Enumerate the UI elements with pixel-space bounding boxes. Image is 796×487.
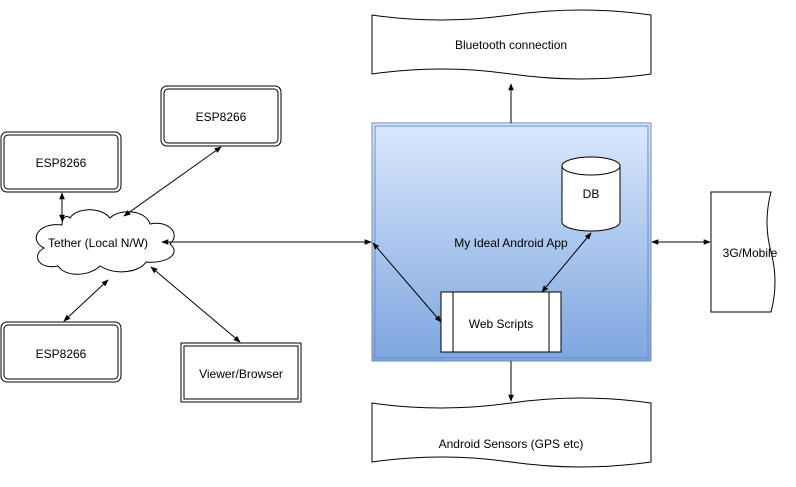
db-label: DB bbox=[583, 187, 600, 201]
web-scripts-node[interactable]: Web Scripts bbox=[440, 291, 562, 353]
bluetooth-label: Bluetooth connection bbox=[455, 38, 567, 52]
viewer-browser-label: Viewer/Browser bbox=[199, 367, 283, 381]
connectors bbox=[59, 83, 711, 402]
tether-label: Tether (Local N/W) bbox=[48, 236, 148, 250]
viewer-browser-node[interactable]: Viewer/Browser bbox=[180, 342, 302, 403]
android-sensors-label: Android Sensors (GPS etc) bbox=[439, 437, 584, 451]
edge-esp-top-tether bbox=[123, 146, 222, 217]
edge-tether-viewer bbox=[150, 266, 241, 343]
esp8266-left-label: ESP8266 bbox=[36, 156, 87, 170]
android-sensors-node[interactable]: Android Sensors (GPS etc) bbox=[371, 397, 652, 468]
esp8266-node-bottom[interactable]: ESP8266 bbox=[0, 321, 122, 383]
esp8266-node-left[interactable]: ESP8266 bbox=[0, 131, 122, 193]
db-node[interactable]: DB bbox=[561, 156, 621, 232]
mobile-label: 3G/Mobile bbox=[723, 246, 778, 260]
esp8266-bottom-label: ESP8266 bbox=[36, 347, 87, 361]
edge-webscripts-db bbox=[541, 232, 592, 293]
esp8266-top-label: ESP8266 bbox=[196, 110, 247, 124]
android-app-label: My Ideal Android App bbox=[454, 236, 568, 250]
web-scripts-label: Web Scripts bbox=[469, 317, 533, 331]
edge-esp-bottom-tether bbox=[63, 279, 109, 322]
mobile-node[interactable]: 3G/Mobile bbox=[710, 191, 778, 313]
esp8266-node-top[interactable]: ESP8266 bbox=[160, 85, 282, 147]
edge-app-webscripts bbox=[372, 242, 442, 323]
tether-cloud-node[interactable]: Tether (Local N/W) bbox=[35, 209, 175, 275]
bluetooth-node[interactable]: Bluetooth connection bbox=[371, 9, 652, 80]
